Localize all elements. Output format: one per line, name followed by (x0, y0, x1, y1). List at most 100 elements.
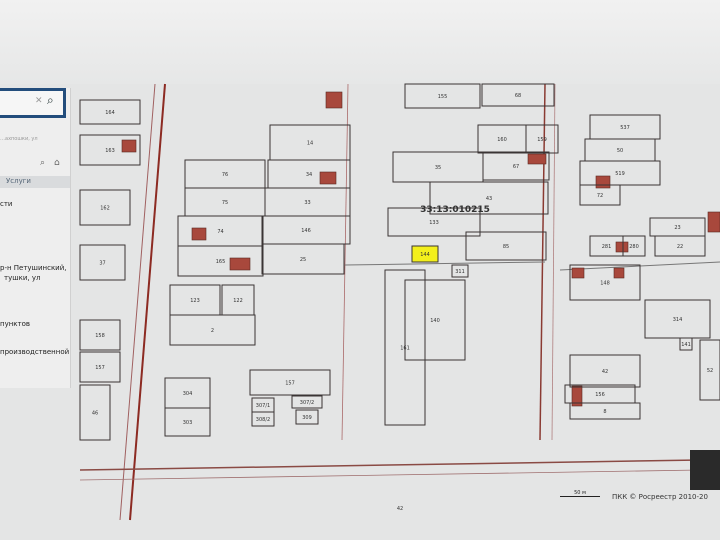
building (571, 267, 585, 279)
info-line: сти (0, 200, 13, 208)
sidebar-panel: ✕ ⌕ …ахпошки, ул ⌕ ⌂ Услуги сти р-н Пету… (0, 88, 71, 388)
info-line: тушки, ул (4, 274, 41, 282)
building (191, 227, 207, 241)
parcel (654, 235, 706, 257)
parcel (79, 351, 121, 383)
parcel-label: 122 (233, 298, 243, 304)
parcel-label: 75 (222, 200, 228, 206)
parcel-label: 23 (674, 225, 680, 231)
parcel-label: 22 (677, 244, 683, 250)
parcel-label: 165 (216, 259, 226, 265)
parcel-label: 140 (430, 318, 440, 324)
building (615, 241, 629, 253)
parcel (429, 181, 549, 215)
parcel-label: 163 (105, 148, 115, 154)
parcel-label: 67 (513, 164, 519, 170)
parcel-label: 68 (515, 93, 521, 99)
cadastral-block-label: 33:13:010215 (420, 205, 490, 215)
screen-corner (690, 450, 720, 490)
parcel-label: 157 (285, 381, 295, 387)
address-hint: …ахпошки, ул (0, 136, 38, 142)
parcel-label: 314 (673, 317, 683, 323)
parcel-label: 52 (707, 368, 713, 374)
parcel-label: 159 (537, 137, 547, 143)
parcel-label: 304 (183, 391, 193, 397)
parcel (579, 184, 621, 206)
info-line: р-н Петушинский, (0, 264, 67, 272)
building (613, 267, 625, 279)
selected-parcel (411, 245, 439, 263)
building (571, 385, 583, 407)
parcel-label: 303 (183, 420, 193, 426)
parcel-label: 144 (420, 252, 430, 258)
building (527, 153, 547, 165)
building (319, 171, 337, 185)
parcel (569, 264, 641, 301)
parcel-label: 85 (503, 244, 509, 250)
parcel-label: 2 (211, 328, 214, 334)
info-line: производственной (0, 348, 70, 356)
parcel-label: 46 (92, 411, 98, 417)
parcel (699, 339, 720, 401)
screen-top-area (0, 0, 720, 84)
parcel (164, 407, 211, 437)
search-input[interactable]: ✕ ⌕ (0, 88, 66, 118)
parcel-label: 164 (105, 110, 115, 116)
parcel-label: 155 (438, 94, 448, 100)
parcel (465, 231, 547, 261)
parcel (569, 402, 641, 420)
parcel (249, 369, 331, 396)
scale-bar: 50 м (560, 490, 600, 497)
parcel (569, 354, 641, 388)
parcel (79, 99, 141, 125)
parcel-label: 50 (617, 148, 623, 154)
parcel (387, 207, 481, 237)
search-icon[interactable]: ⌕ (47, 93, 54, 107)
tab-services[interactable]: Услуги (0, 176, 70, 188)
building (595, 175, 611, 189)
parcel (622, 235, 646, 257)
parcel-label: 162 (100, 206, 110, 212)
zoom-to-icon[interactable]: ⌕ (40, 158, 46, 168)
parcel-label: 42 (602, 369, 608, 375)
parcel-label: 161 (400, 346, 410, 352)
parcel (79, 134, 141, 166)
parcel-label: 146 (301, 228, 311, 234)
road-line (79, 459, 701, 471)
parcel-label: 74 (217, 229, 223, 235)
parcel-label: 35 (435, 165, 441, 171)
parcel (295, 409, 319, 425)
parcel-label: 123 (190, 298, 200, 304)
parcel (251, 411, 275, 427)
parcel-label: 43 (486, 196, 492, 202)
parcel-label: 308/2 (256, 417, 270, 423)
parcel (384, 269, 426, 426)
parcel-label: 156 (595, 392, 605, 398)
map-background (0, 84, 720, 540)
parcel (451, 264, 469, 278)
parcel (79, 189, 131, 226)
parcel-label: 76 (222, 172, 228, 178)
parcel-label: 281 (602, 244, 612, 250)
road-line (341, 83, 349, 441)
parcel (79, 384, 111, 441)
close-icon[interactable]: ✕ (35, 96, 43, 106)
parcel (482, 151, 550, 181)
parcel-label: 311 (455, 269, 465, 275)
building (121, 139, 137, 153)
parcel (169, 314, 256, 346)
parcel (404, 83, 481, 109)
parcel-label: 25 (300, 257, 306, 263)
parcel-label: 309 (302, 415, 312, 421)
parcel (79, 319, 121, 351)
parcel-label: 141 (681, 342, 691, 348)
home-icon[interactable]: ⌂ (54, 158, 60, 168)
parcel-label: 8 (603, 409, 606, 415)
parcel (481, 83, 555, 107)
parcel-label: 33 (304, 200, 310, 206)
parcel-label: 34 (306, 172, 312, 178)
tab-label: Услуги (6, 177, 31, 185)
building (229, 257, 251, 271)
parcel-label: 133 (429, 220, 439, 226)
